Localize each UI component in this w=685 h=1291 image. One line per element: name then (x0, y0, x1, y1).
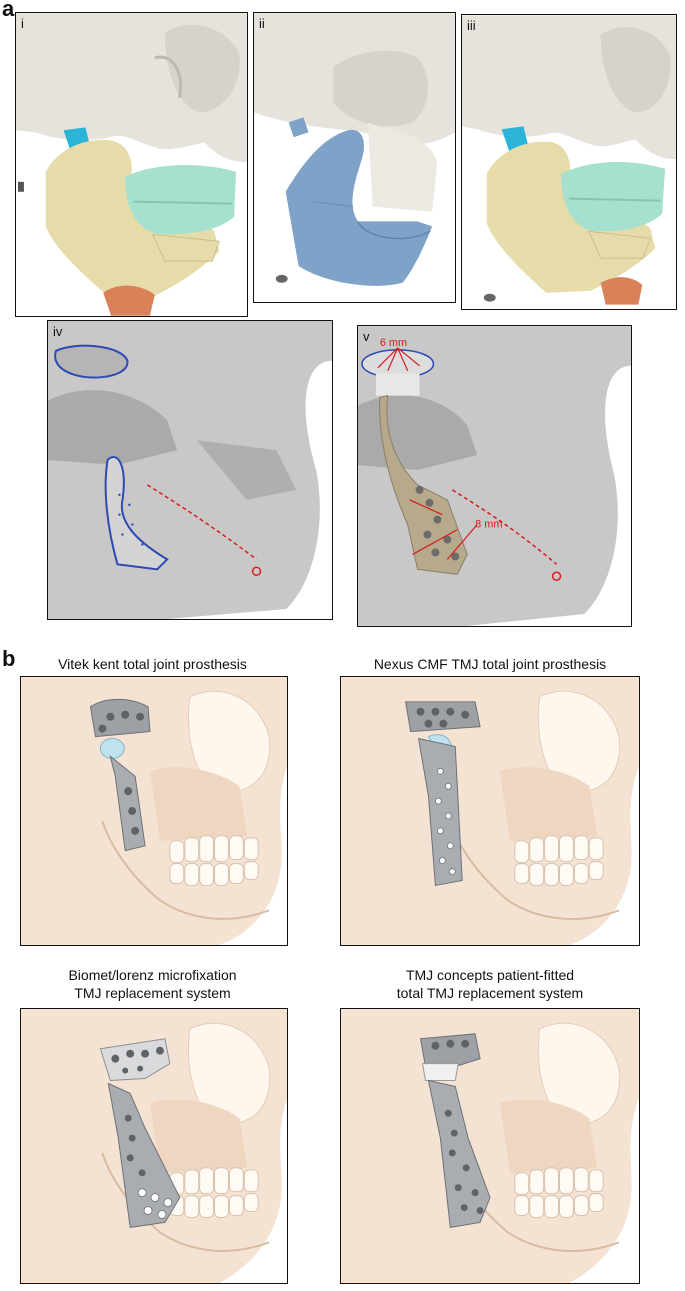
illustration-vitek-kent (20, 676, 288, 946)
panel-label-ii: ii (259, 16, 265, 31)
skull-with-vitek-kent-prosthesis (21, 677, 287, 945)
ct-reconstruction-i (16, 13, 247, 316)
illustration-nexus-cmf (340, 676, 640, 946)
section-label-b: b (2, 646, 16, 671)
panel-a-iii: iii (461, 14, 677, 310)
section-label-a: a (2, 0, 15, 21)
caption-biomet-line2: TMJ replacement system (74, 985, 231, 1001)
ct-reconstruction-ii (254, 13, 455, 286)
caption-tmj-line1: TMJ concepts patient-fitted (405, 967, 575, 983)
skull-with-tmj-concepts-prosthesis (341, 1009, 639, 1283)
panel-label-i: i (21, 16, 24, 31)
caption-tmj-line2: total TMJ replacement system (396, 985, 584, 1001)
panel-label-iii: iii (467, 18, 476, 33)
illustration-biomet-lorenz (20, 1008, 288, 1284)
panel-a-iv: iv (47, 320, 333, 620)
illustration-tmj-concepts (340, 1008, 640, 1284)
measurement-8mm: 8 mm (475, 519, 502, 531)
patient-specific-prosthesis-v: 6 mm 8 mm (358, 326, 631, 626)
panel-a-i: i (15, 12, 248, 317)
virtual-surgical-plan-iv (48, 321, 332, 619)
panel-label-iv: iv (53, 324, 63, 339)
caption-nexus-cmf: Nexus CMF TMJ total joint prosthesis (373, 656, 607, 672)
panel-a-ii: ii (253, 12, 456, 303)
caption-vitek-kent: Vitek kent total joint prosthesis (58, 656, 247, 672)
panel-a-v: v 6 mm 8 mm (357, 325, 632, 627)
skull-with-nexus-cmf-prosthesis (341, 677, 639, 945)
measurement-6mm: 6 mm (380, 337, 407, 349)
caption-tmj-concepts: TMJ concepts patient-fitted total TMJ re… (340, 966, 640, 1002)
ct-reconstruction-iii (462, 15, 676, 305)
caption-biomet-line1: Biomet/lorenz microfixation (68, 967, 237, 983)
skull-with-biomet-lorenz-prosthesis (21, 1009, 287, 1283)
panel-label-v: v (363, 329, 370, 344)
caption-biomet-lorenz: Biomet/lorenz microfixation TMJ replacem… (20, 966, 285, 1002)
